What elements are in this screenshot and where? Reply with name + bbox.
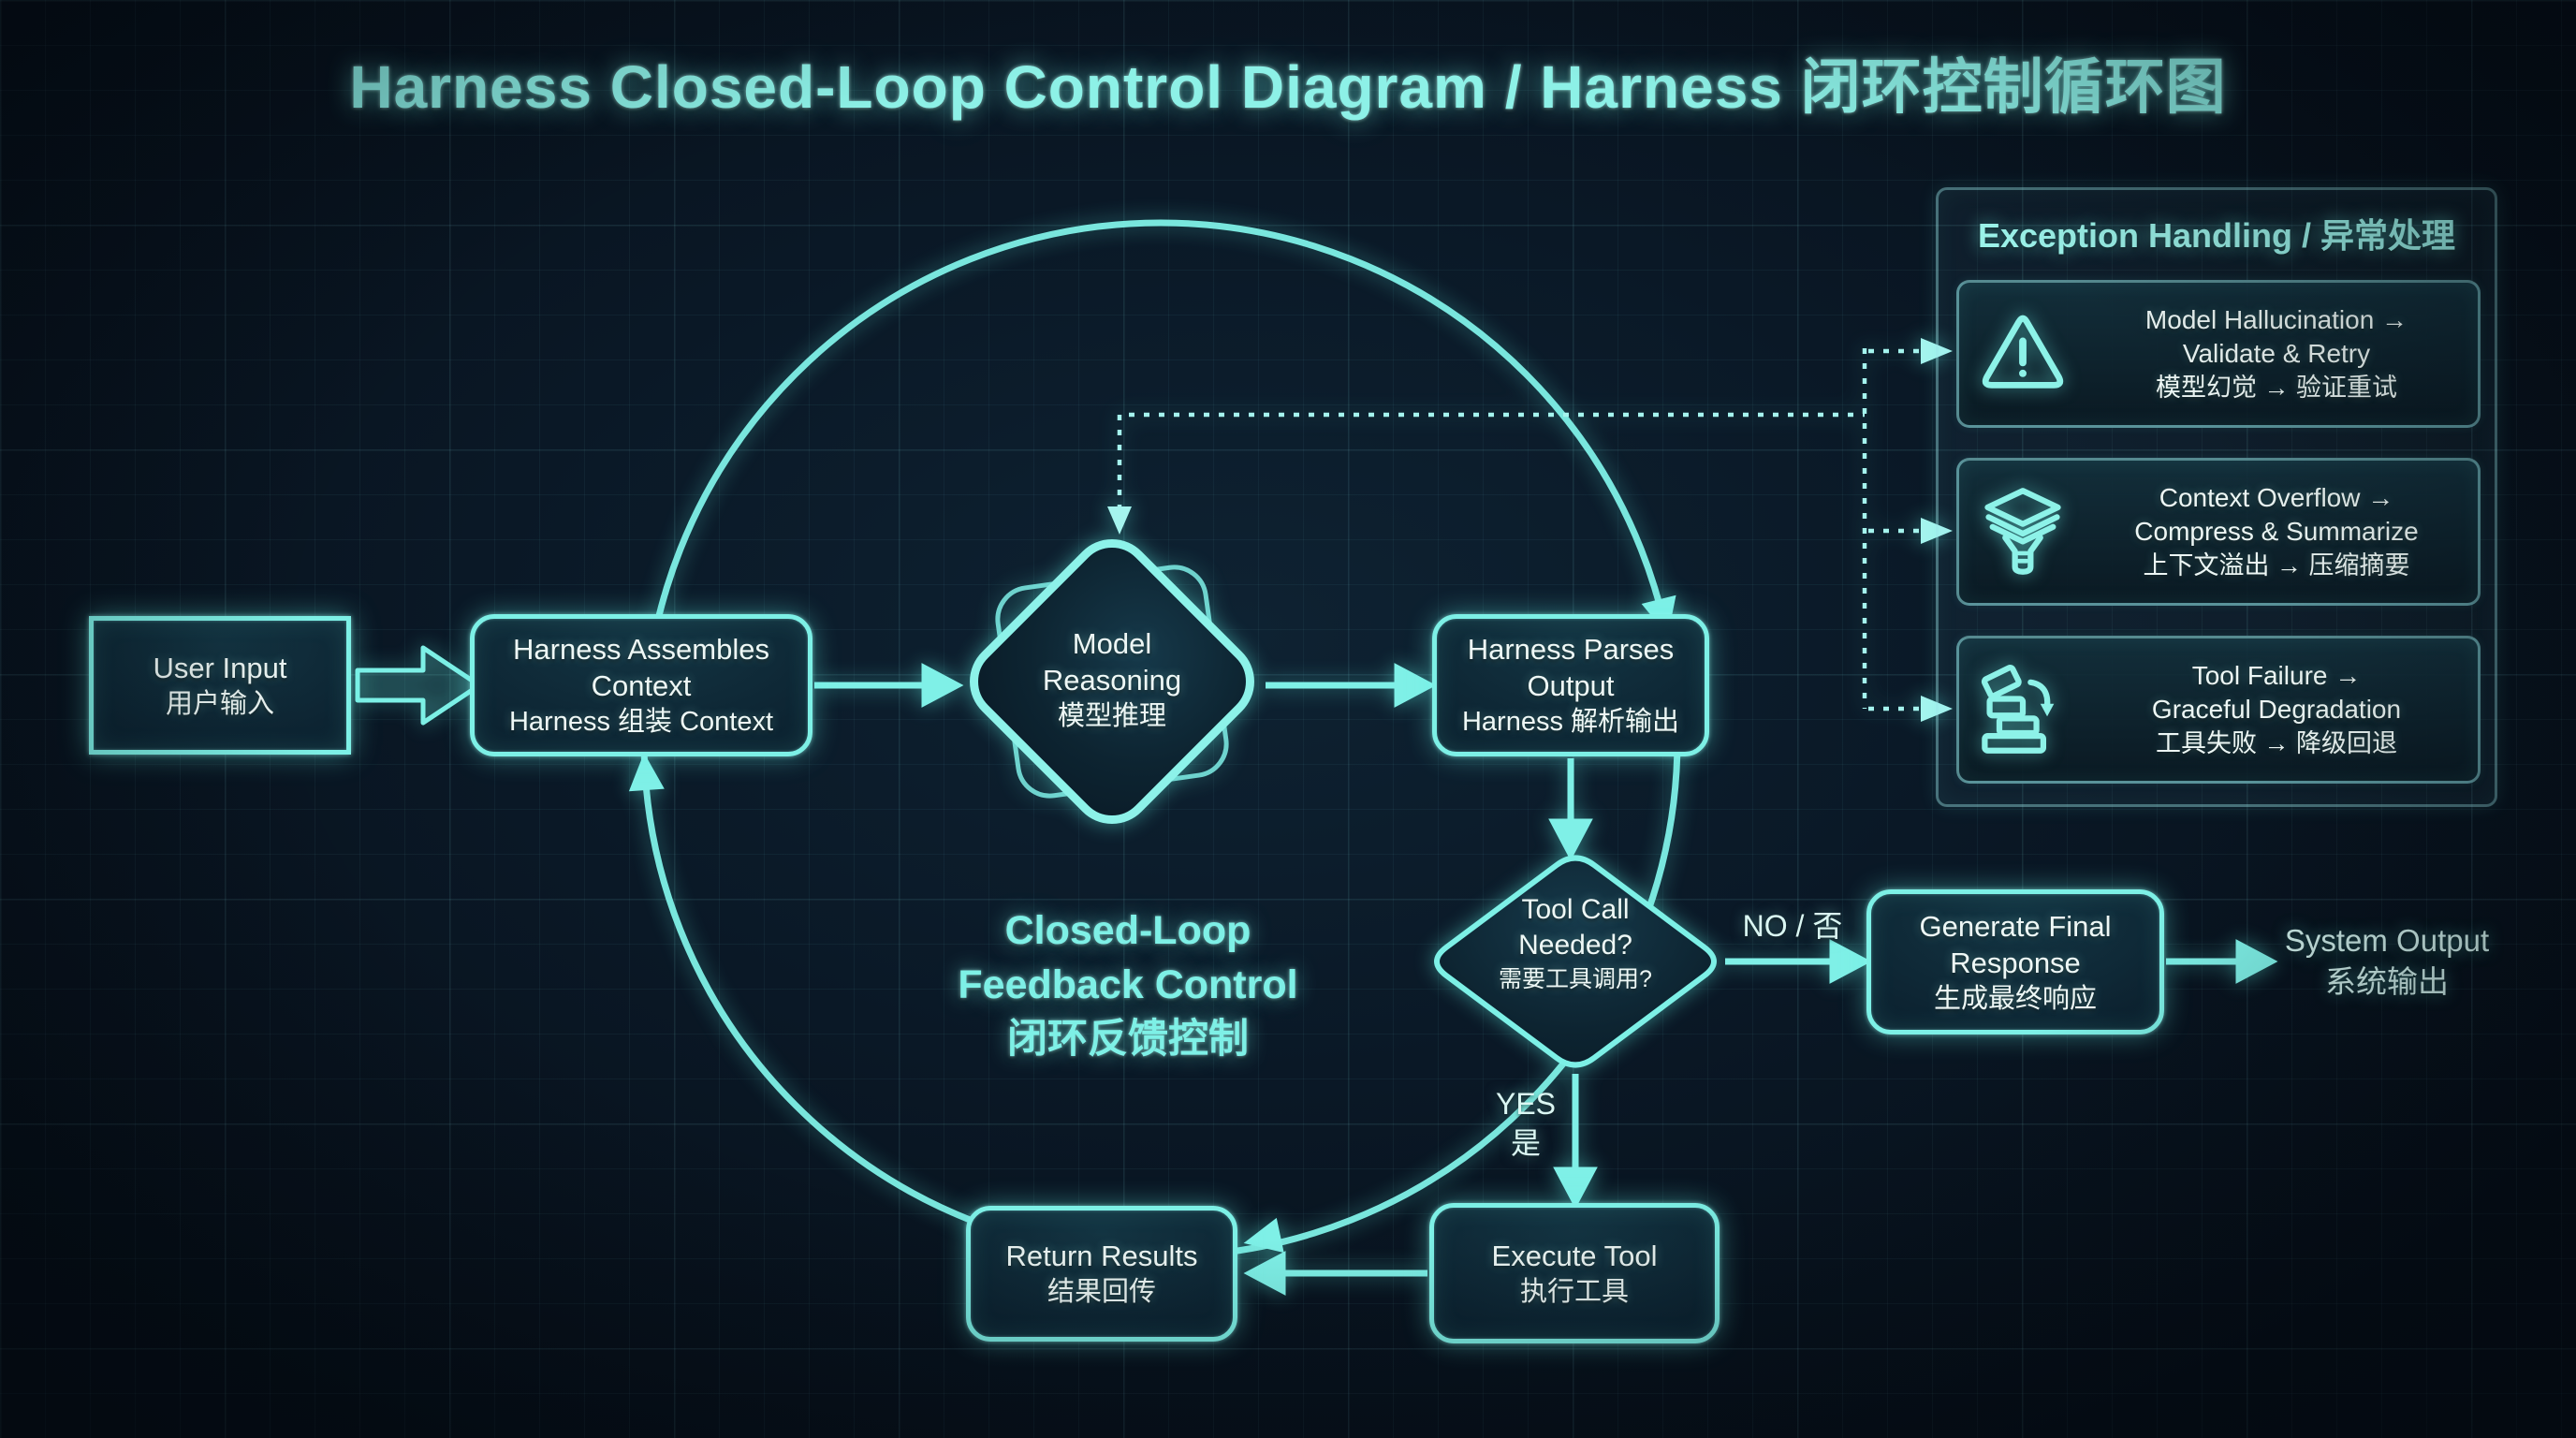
node-user-input: User Input 用户输入 — [89, 616, 351, 755]
collapsing-blocks-icon — [1959, 663, 2086, 756]
edge-label-no: NO / 否 — [1742, 909, 1843, 943]
dotted-arrowhead-into-model — [1107, 506, 1132, 535]
node-generate-final-response: Generate Final Response 生成最终响应 — [1866, 889, 2164, 1034]
exception-card-overflow-text: Context Overflow → Compress & Summarize … — [2086, 481, 2478, 582]
node-user-input-zh: 用户输入 — [165, 688, 274, 719]
tool-failure-line3: 工具失败 → 降级回退 — [2155, 729, 2397, 757]
hallucination-line2: Validate & Retry — [2182, 339, 2371, 368]
center-loop-label-line1: Closed-Loop — [1004, 908, 1251, 953]
arrow-assembles-to-model — [921, 663, 964, 708]
edge-label-yes-en: YES — [1495, 1087, 1557, 1121]
arrow-decision-yes-to-execute — [1553, 1167, 1598, 1210]
exception-card-tool-failure: Tool Failure → Graceful Degradation 工具失败… — [1956, 636, 2481, 784]
node-generate-final-en: Generate Final Response — [1919, 909, 2112, 979]
arrow-model-to-parses — [1394, 663, 1437, 708]
loop-arrowhead-into-return — [1243, 1217, 1284, 1254]
system-output-en: System Output — [2284, 923, 2490, 958]
node-execute-tool-en: Execute Tool — [1491, 1239, 1658, 1272]
edge-label-yes: YES 是 — [1460, 1084, 1591, 1163]
node-harness-parses: Harness Parses Output Harness 解析输出 — [1432, 614, 1709, 756]
exception-card-hallucination-text: Model Hallucination → Validate & Retry 模… — [2086, 303, 2478, 404]
layers-compress-icon — [1959, 485, 2086, 579]
edge-label-yes-zh: 是 — [1510, 1126, 1541, 1160]
model-reasoning-en2: Reasoning — [1042, 664, 1182, 697]
system-output-zh: 系统输出 — [2325, 964, 2449, 999]
exception-card-overflow: Context Overflow → Compress & Summarize … — [1956, 458, 2481, 606]
overflow-line2: Compress & Summarize — [2134, 517, 2419, 546]
node-harness-parses-en: Harness Parses Output — [1467, 633, 1675, 702]
arrow-parses-to-decision — [1548, 818, 1593, 861]
page-title: Harness Closed-Loop Control Diagram / Ha… — [349, 53, 2227, 121]
tool-failure-line2: Graceful Degradation — [2151, 695, 2402, 724]
overflow-line1: Context Overflow → — [2159, 483, 2394, 512]
tool-failure-line1: Tool Failure → — [2191, 661, 2362, 690]
exception-card-hallucination: Model Hallucination → Validate & Retry 模… — [1956, 280, 2481, 428]
exception-panel-header: Exception Handling / 异常处理 — [1977, 216, 2456, 255]
overflow-line3: 上下文溢出 → 压缩摘要 — [2143, 551, 2410, 580]
model-reasoning-zh: 模型推理 — [1057, 701, 1166, 731]
node-return-results-en: Return Results — [1005, 1240, 1198, 1272]
label-system-output: System Output 系统输出 — [2265, 920, 2509, 1003]
node-model-reasoning-label: Model Reasoning 模型推理 — [981, 625, 1243, 734]
center-loop-label-line3: 闭环反馈控制 — [1007, 1017, 1249, 1062]
node-harness-parses-zh: Harness 解析输出 — [1461, 707, 1680, 737]
node-harness-assembles-zh: Harness 组装 Context — [508, 707, 774, 737]
node-return-results-zh: 结果回传 — [1046, 1277, 1156, 1307]
node-execute-tool: Execute Tool 执行工具 — [1429, 1203, 1720, 1343]
node-harness-assembles: Harness Assembles Context Harness 组装 Con… — [470, 614, 812, 756]
node-harness-assembles-en: Harness Assembles Context — [513, 633, 769, 702]
center-loop-label: Closed-Loop Feedback Control 闭环反馈控制 — [899, 903, 1357, 1066]
warning-triangle-icon — [1959, 307, 2086, 401]
hallucination-line3: 模型幻觉 → 验证重试 — [2155, 374, 2397, 402]
node-generate-final-zh: 生成最终响应 — [1933, 983, 2097, 1014]
tool-call-en2: Needed? — [1518, 930, 1632, 961]
tool-call-en1: Tool Call — [1521, 894, 1630, 925]
exception-card-tool-failure-text: Tool Failure → Graceful Degradation 工具失败… — [2086, 659, 2478, 760]
loop-arrowhead-into-assembles — [628, 753, 665, 792]
center-loop-label-line2: Feedback Control — [958, 962, 1298, 1007]
hallucination-line1: Model Hallucination → — [2144, 305, 2408, 334]
model-reasoning-en1: Model — [1072, 627, 1152, 660]
node-return-results: Return Results 结果回传 — [966, 1206, 1237, 1342]
exception-handling-panel: Exception Handling / 异常处理 Model Hallucin… — [1936, 187, 2497, 807]
tool-call-zh: 需要工具调用? — [1499, 966, 1652, 992]
arrow-decision-no-to-generate — [1829, 939, 1872, 984]
decision-tool-call-label: Tool Call Needed? 需要工具调用? — [1444, 892, 1706, 995]
node-execute-tool-zh: 执行工具 — [1519, 1276, 1629, 1307]
arrow-execute-to-return — [1243, 1251, 1286, 1296]
block-arrow-user-to-assembles — [355, 645, 482, 726]
node-user-input-en: User Input — [153, 651, 287, 684]
